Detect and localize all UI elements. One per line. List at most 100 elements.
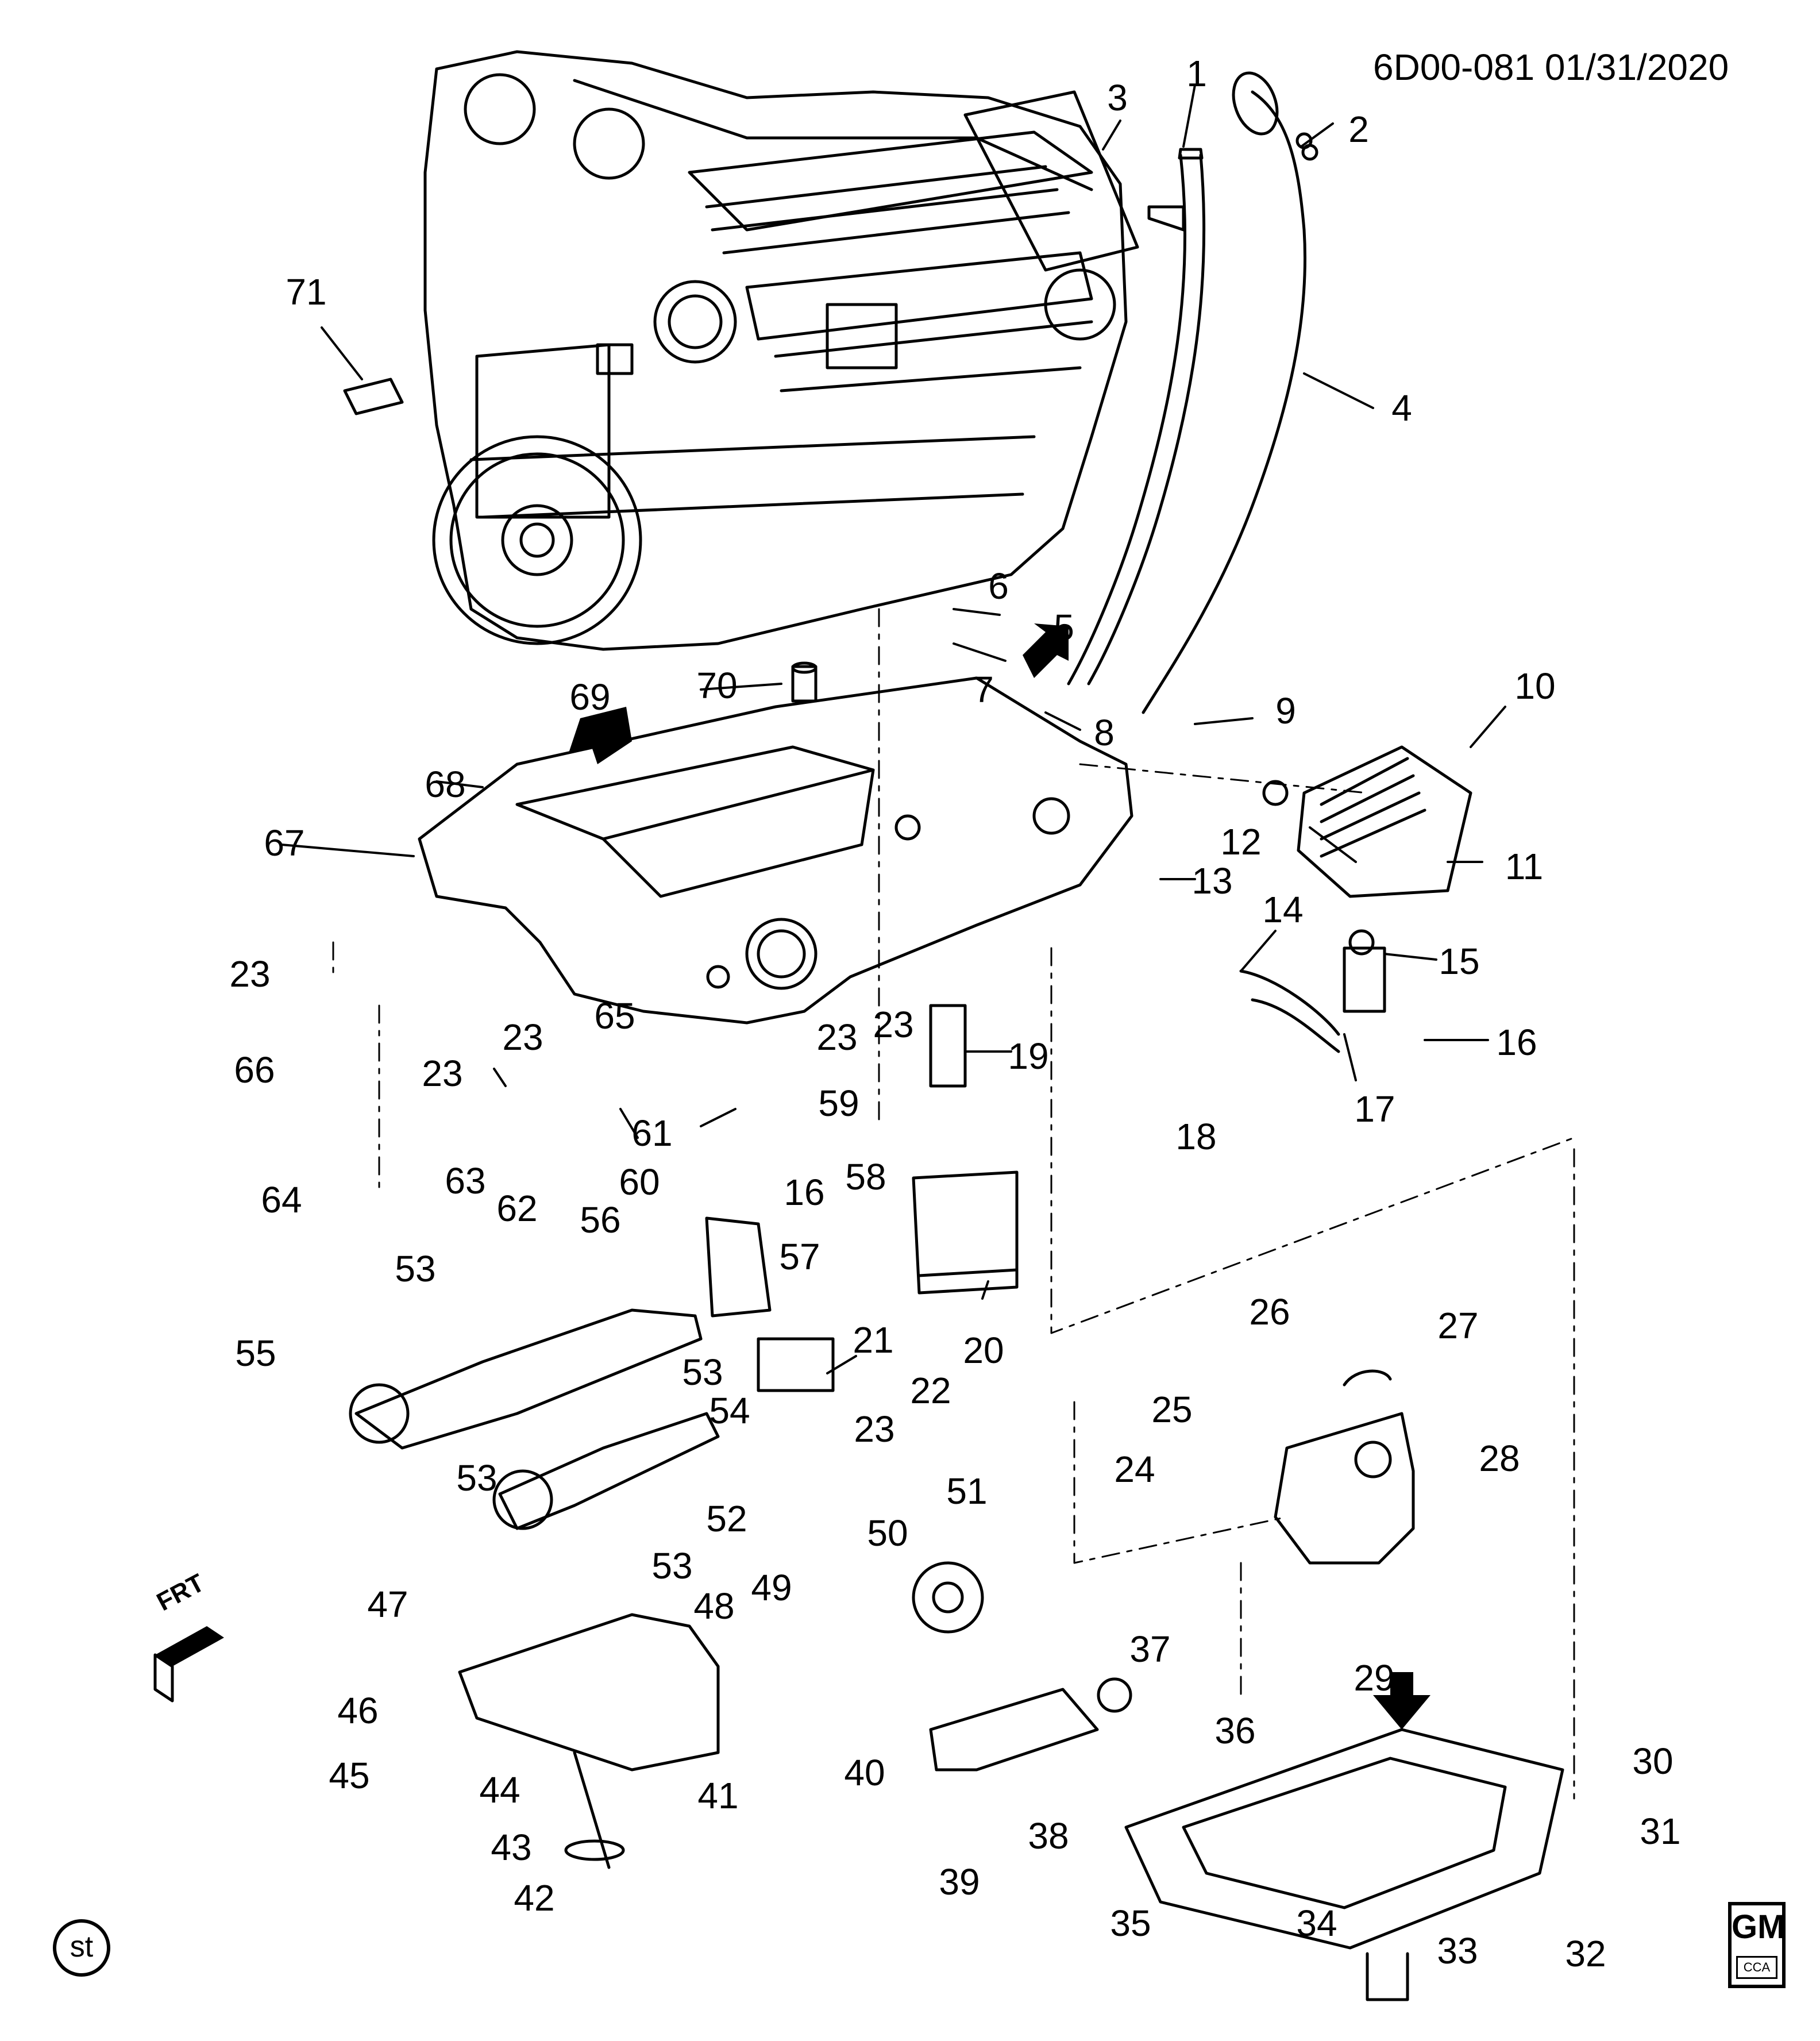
oil-pump-housing <box>1274 1369 1415 1565</box>
callout-8: 8 <box>1094 712 1115 753</box>
callout-23: 23 <box>816 1016 858 1058</box>
callout-36: 36 <box>1214 1710 1256 1751</box>
callout-4: 4 <box>1391 387 1412 429</box>
callout-21: 21 <box>853 1319 894 1361</box>
callout-23: 23 <box>502 1016 543 1058</box>
callout-41: 41 <box>697 1775 739 1816</box>
view-arrow-5 <box>1023 623 1069 678</box>
callout-52: 52 <box>706 1498 747 1539</box>
callout-23: 23 <box>229 953 271 995</box>
callout-9: 9 <box>1275 690 1296 731</box>
callout-6: 6 <box>988 565 1009 607</box>
callout-18: 18 <box>1175 1116 1217 1157</box>
callout-37: 37 <box>1129 1628 1171 1670</box>
callout-29: 29 <box>1354 1657 1395 1699</box>
callout-54: 54 <box>709 1390 750 1431</box>
callout-56: 56 <box>580 1199 621 1241</box>
callout-33: 33 <box>1437 1930 1478 1971</box>
callout-15: 15 <box>1439 941 1480 982</box>
callout-3: 3 <box>1107 77 1128 118</box>
callout-59: 59 <box>818 1083 859 1124</box>
callout-10: 10 <box>1514 665 1556 707</box>
callout-65: 65 <box>594 995 635 1037</box>
balance-shafts <box>349 1216 835 1530</box>
lower-oil-pan <box>1124 1728 1564 2001</box>
callout-63: 63 <box>445 1160 486 1202</box>
baffle-assembly <box>458 1613 720 1869</box>
callout-23: 23 <box>873 1004 914 1045</box>
callout-23: 23 <box>854 1408 895 1450</box>
callout-30: 30 <box>1632 1740 1674 1782</box>
view-arrow-29 <box>1373 1672 1430 1730</box>
callout-38: 38 <box>1028 1815 1069 1857</box>
callout-53: 53 <box>682 1351 723 1393</box>
upper-oil-pan <box>418 661 1133 1025</box>
oil-cooler <box>1262 745 1472 898</box>
callout-47: 47 <box>367 1584 408 1625</box>
callout-68: 68 <box>425 764 466 805</box>
callout-17: 17 <box>1354 1088 1395 1130</box>
callout-55: 55 <box>235 1333 276 1374</box>
view-arrow-69 <box>569 690 632 764</box>
alignment-lines <box>332 608 1575 1800</box>
callout-40: 40 <box>844 1752 885 1793</box>
callout-25: 25 <box>1151 1389 1193 1430</box>
sensor-connector <box>343 378 404 415</box>
callout-1: 1 <box>1186 53 1207 94</box>
callout-19: 19 <box>1008 1035 1049 1077</box>
callout-43: 43 <box>491 1827 532 1868</box>
callout-71: 71 <box>286 271 327 313</box>
callout-35: 35 <box>1110 1903 1151 1944</box>
callout-70: 70 <box>696 665 738 706</box>
gm-logo: GM CCA <box>1728 1902 1786 1988</box>
callout-60: 60 <box>619 1161 660 1203</box>
callout-16: 16 <box>1496 1022 1537 1063</box>
oil-pump-gear <box>912 1561 984 1634</box>
oil-filter <box>912 1004 1019 1295</box>
callout-58: 58 <box>845 1156 886 1197</box>
callout-69: 69 <box>569 676 611 718</box>
leader-lines <box>280 84 1506 1374</box>
callout-34: 34 <box>1296 1903 1337 1944</box>
callout-24: 24 <box>1114 1449 1155 1490</box>
callout-28: 28 <box>1479 1438 1520 1479</box>
callout-53: 53 <box>651 1545 693 1586</box>
callout-20: 20 <box>963 1330 1004 1371</box>
callout-26: 26 <box>1249 1291 1290 1333</box>
callout-13: 13 <box>1192 860 1233 902</box>
callout-67: 67 <box>264 822 305 864</box>
callout-42: 42 <box>514 1877 555 1919</box>
callout-5: 5 <box>1054 607 1074 648</box>
callout-50: 50 <box>867 1512 908 1554</box>
callout-22: 22 <box>910 1370 951 1411</box>
callout-31: 31 <box>1640 1811 1681 1852</box>
engine-block <box>423 50 1139 651</box>
callout-66: 66 <box>234 1049 275 1091</box>
callout-16: 16 <box>784 1172 825 1213</box>
callout-46: 46 <box>337 1690 379 1731</box>
oil-pickup-screen <box>929 1677 1132 1772</box>
callout-12: 12 <box>1220 821 1262 862</box>
callout-11: 11 <box>1505 846 1544 887</box>
gm-logo-cca: CCA <box>1736 1956 1777 1979</box>
callout-14: 14 <box>1262 889 1304 930</box>
callout-57: 57 <box>779 1236 820 1277</box>
callout-39: 39 <box>939 1861 980 1903</box>
callout-61: 61 <box>631 1112 673 1154</box>
callout-23: 23 <box>422 1053 463 1094</box>
callout-27: 27 <box>1437 1305 1479 1346</box>
callout-2: 2 <box>1348 109 1369 150</box>
callout-32: 32 <box>1565 1933 1606 1974</box>
callout-51: 51 <box>946 1470 988 1512</box>
callout-62: 62 <box>496 1188 538 1229</box>
callout-44: 44 <box>479 1769 520 1811</box>
st-badge: st <box>53 1919 110 1977</box>
callout-53: 53 <box>395 1248 436 1289</box>
dipstick-assembly <box>1067 71 1318 714</box>
callout-64: 64 <box>261 1179 302 1220</box>
diagram-code-and-date: 6D00-081 01/31/2020 <box>1373 47 1729 88</box>
gm-logo-text: GM <box>1732 1908 1786 1946</box>
callout-45: 45 <box>329 1755 370 1796</box>
